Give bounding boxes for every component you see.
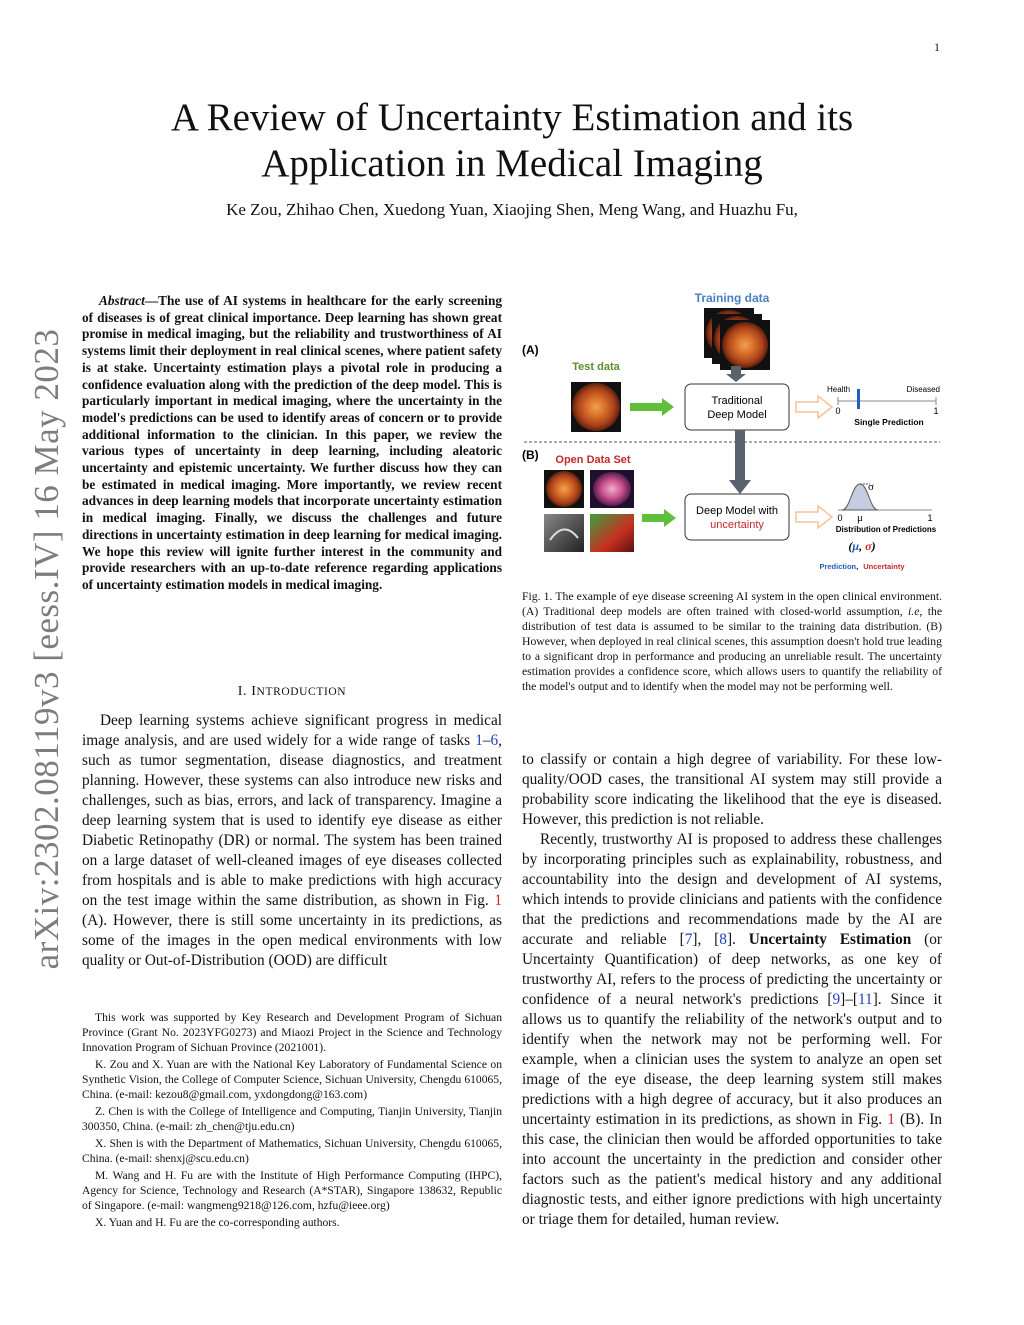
paragraph: Recently, trustworthy AI is proposed to …	[522, 830, 942, 1230]
footnotes: This work was supported by Key Research …	[82, 1010, 502, 1232]
tuple-open: (	[848, 539, 853, 553]
axis-one-label: 1	[933, 406, 938, 416]
uncertainty-model-label-red: uncertainty	[710, 519, 764, 531]
citation-link[interactable]: 6	[490, 732, 499, 749]
body-text: Deep learning systems achieve significan…	[82, 712, 502, 749]
distribution-one-label: 1	[927, 513, 932, 523]
arxiv-sidebar-stamp: arXiv:2302.08119v3 [eess.IV] 16 May 2023	[26, 329, 68, 970]
footnote: K. Zou and X. Yuan are with the National…	[82, 1058, 502, 1101]
section-number: I.	[237, 684, 248, 699]
legend-comma: ,	[856, 562, 858, 571]
arxiv-identifier: arXiv:2302.08119v3 [eess.IV] 16 May 2023	[27, 328, 66, 970]
figure-1-caption: Fig. 1. The example of eye disease scree…	[522, 589, 942, 694]
caption-text: Fig. 1. The example of eye disease scree…	[522, 590, 942, 618]
uncertainty-model-box	[684, 493, 790, 541]
section-heading-introduction: I. INTRODUCTION	[82, 684, 502, 700]
panel-a-label: (A)	[522, 343, 539, 357]
footnote: This work was supported by Key Research …	[82, 1011, 502, 1054]
vertical-arrow-head	[729, 480, 751, 494]
mu-sigma-tuple: (μ, σ)	[848, 539, 875, 553]
figure-1-diagram: Training data (A) Test data Traditional …	[522, 291, 940, 571]
page-number: 1	[934, 40, 940, 54]
single-prediction-label: Single Prediction	[854, 417, 923, 427]
citation-link[interactable]: 7	[684, 931, 693, 948]
body-text: ].	[726, 931, 749, 948]
vertical-arrow-shaft	[735, 430, 745, 482]
abstract-lead: Abstract	[99, 293, 145, 308]
tuple-mu: μ	[851, 539, 859, 553]
green-arrow-b	[642, 509, 676, 527]
open-data-set-label: Open Data Set	[555, 454, 631, 466]
diseased-label: Diseased	[907, 385, 940, 394]
traditional-model-label: Deep Model	[707, 409, 766, 421]
paper-title: A Review of Uncertainty Estimation and i…	[170, 96, 854, 185]
distribution-zero-label: 0	[837, 513, 842, 523]
abstract-text: —The use of AI systems in healthcare for…	[82, 293, 502, 592]
body-text: (A). However, there is still some uncert…	[82, 912, 502, 969]
body-text: –	[482, 732, 491, 749]
section-first-letter: I	[251, 684, 257, 699]
body-text: ]. Since it allows us to quantify the re…	[522, 991, 942, 1128]
figure-reference-link[interactable]: 1	[887, 1111, 895, 1128]
sigma-symbol: σ	[868, 481, 874, 493]
green-arrow-a	[630, 398, 674, 416]
intro-paragraph-left: Deep learning systems achieve significan…	[82, 711, 502, 971]
test-data-label: Test data	[572, 361, 620, 373]
test-image	[571, 382, 621, 432]
axis-zero-label: 0	[835, 406, 840, 416]
tuple-sigma: σ	[865, 539, 872, 553]
abstract: Abstract—The use of AI systems in health…	[82, 293, 502, 594]
caption-text: , the distribution of test data is assum…	[522, 605, 943, 693]
peach-arrow-b	[795, 504, 834, 530]
body-text: (B). In this case, the clinician then wo…	[522, 1111, 942, 1228]
training-image-stack	[704, 308, 770, 370]
citation-link[interactable]: 1	[475, 732, 483, 749]
figure-reference-link[interactable]: 1	[494, 892, 502, 909]
health-label: Health	[827, 385, 850, 394]
paragraph: to classify or contain a high degree of …	[522, 751, 942, 828]
tuple-comma: ,	[858, 539, 865, 553]
legend: Prediction, Uncertainty	[819, 562, 905, 571]
citation-link[interactable]: 9	[832, 991, 841, 1008]
legend-prediction: Prediction	[819, 562, 856, 571]
down-arrow-training	[726, 366, 746, 382]
body-text: Recently, trustworthy AI is proposed to …	[522, 831, 942, 948]
citation-link[interactable]: 8	[719, 931, 727, 948]
uncertainty-model-label: Deep Model with	[696, 505, 778, 517]
intro-paragraphs-right: to classify or contain a high degree of …	[522, 750, 942, 1230]
tuple-close: )	[871, 539, 876, 553]
body-text: ], [	[692, 931, 720, 948]
footnote: X. Yuan and H. Fu are the co-correspondi…	[95, 1216, 340, 1229]
caption-italic: i.e	[908, 605, 920, 618]
peach-arrow-a	[795, 394, 834, 420]
training-data-label: Training data	[695, 291, 770, 305]
bold-term: Uncertainty Estimation	[748, 931, 912, 948]
single-prediction-marker	[857, 389, 860, 409]
body-text: , such as tumor segmentation, disease di…	[82, 732, 502, 909]
citation-link[interactable]: 11	[857, 991, 873, 1008]
legend-uncertainty: Uncertainty	[863, 562, 905, 571]
mu-symbol: μ	[857, 512, 863, 524]
panel-b-label: (B)	[522, 448, 539, 462]
footnote: X. Shen is with the Department of Mathem…	[82, 1137, 502, 1165]
body-text: ]–[	[840, 991, 858, 1008]
body-text: (or Uncertainty Quantification) of deep …	[522, 931, 942, 1008]
author-list: Ke Zou, Zhihao Chen, Xuedong Yuan, Xiaoj…	[226, 200, 798, 219]
section-rest: NTRODUCTION	[256, 686, 347, 698]
traditional-model-box	[684, 383, 790, 431]
footnote: M. Wang and H. Fu are with the Institute…	[82, 1169, 502, 1212]
footnote: Z. Chen is with the College of Intellige…	[82, 1105, 502, 1133]
distribution-label: Distribution of Predictions	[836, 525, 937, 534]
traditional-model-label: Traditional	[712, 395, 763, 407]
open-set-images	[544, 470, 634, 552]
